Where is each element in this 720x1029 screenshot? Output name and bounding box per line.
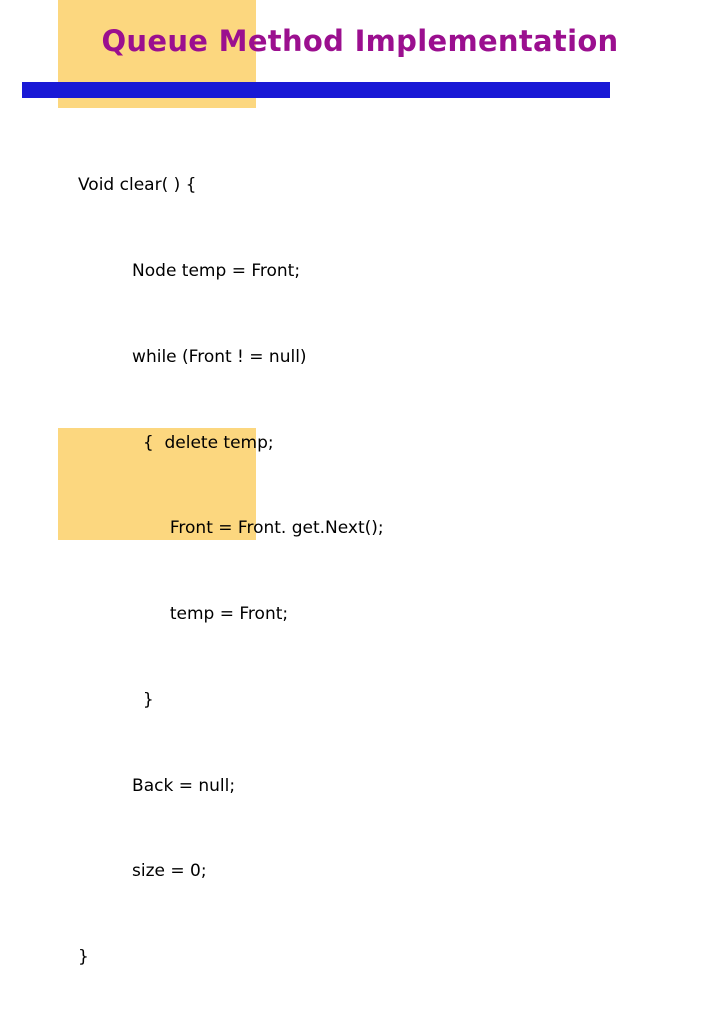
body-panel <box>58 108 720 428</box>
code-line: temp = Front; <box>78 604 289 625</box>
code-line: Node temp = Front; <box>78 260 301 281</box>
code-line: Back = null; <box>78 775 236 796</box>
slide: Queue Method Implementation Void clear( … <box>0 0 720 968</box>
code-line: size = 0; <box>78 861 207 882</box>
code-line: while (Front ! = null) <box>78 346 307 367</box>
left-margin-white <box>0 0 58 540</box>
page-title: Queue Method Implementation <box>101 24 619 58</box>
code-line: } <box>78 947 89 968</box>
code-line: } <box>78 689 154 710</box>
code-block: Void clear( ) { Node temp = Front; while… <box>78 114 678 1029</box>
code-line: Void clear( ) { <box>78 175 197 196</box>
title-underline-bar <box>22 82 610 98</box>
code-line: Front = Front. get.Next(); <box>78 518 384 539</box>
code-line: { delete temp; <box>78 432 274 453</box>
